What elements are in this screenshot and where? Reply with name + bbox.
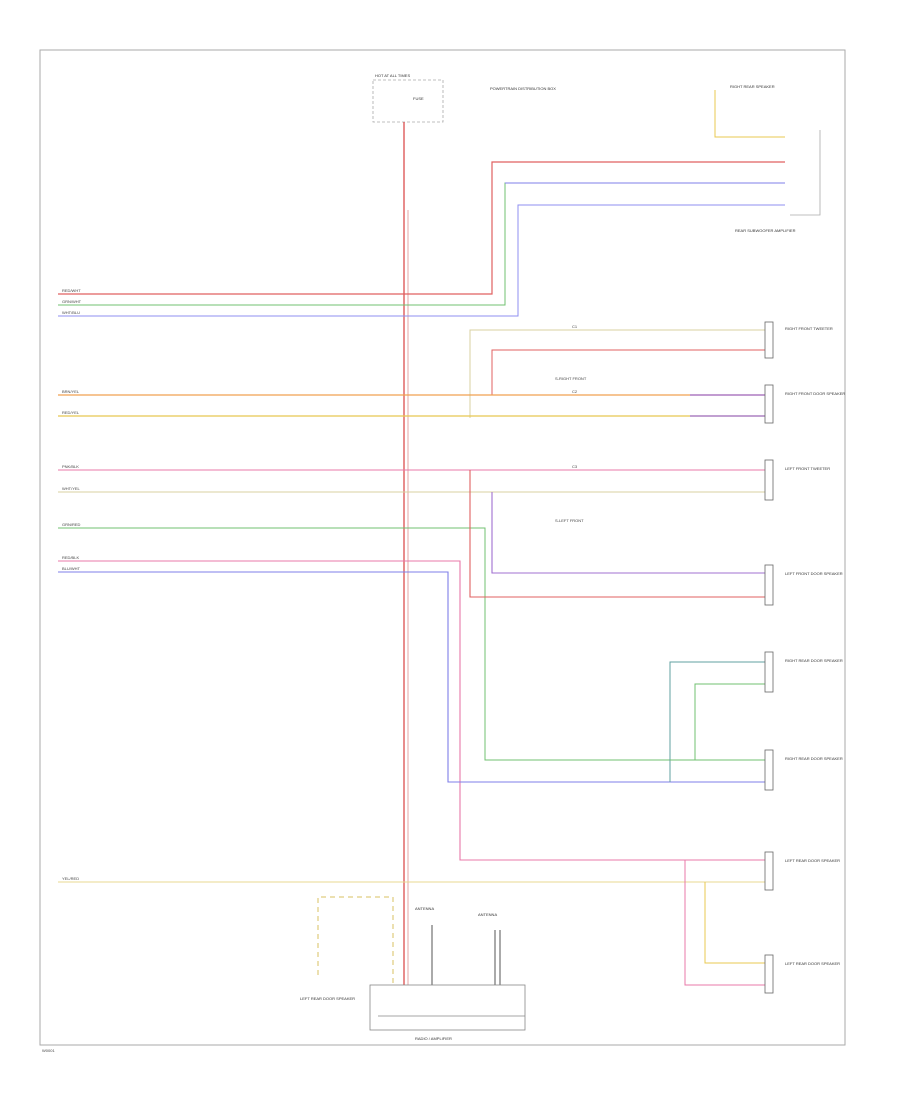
radio-box: RADIO / AMPLIFIER: [369, 984, 526, 1041]
label-blu-wht: BLU/WHT: [62, 566, 81, 571]
fuse-block: HOT AT ALL TIMES FUSE POWERTRAIN DISTRIB…: [372, 73, 556, 123]
rear-subwoofer-box: REAR SUBWOOFER AMPLIFIER: [735, 130, 821, 233]
ground-label: LEFT REAR DOOR SPEAKER: [300, 996, 355, 1001]
ground-group: LEFT REAR DOOR SPEAKER: [300, 896, 394, 1001]
left-front-tweeter-group: LEFT FRONT TWEETER S-LEFT FRONT: [58, 459, 830, 523]
diagram-frame: [39, 49, 846, 1046]
right-front-tweeter-label: RIGHT FRONT TWEETER: [785, 326, 833, 331]
wire-grn-wht-top: [58, 182, 785, 306]
right-front-door-group: RIGHT FRONT DOOR SPEAKER: [58, 384, 845, 424]
right-rear-door-label-b: RIGHT REAR DOOR SPEAKER: [785, 756, 843, 761]
fuse-block-desc: POWERTRAIN DISTRIBUTION BOX: [490, 86, 556, 91]
footer-code: W0001: [42, 1048, 55, 1053]
wire-red-wht-top: [58, 161, 785, 295]
antenna-a-label: ANTENNA: [415, 906, 434, 911]
left-front-door-label: LEFT FRONT DOOR SPEAKER: [785, 571, 843, 576]
conn-label-3: C3: [572, 464, 578, 469]
antenna-b-label: ANTENNA: [478, 912, 497, 917]
fuse-label: FUSE: [413, 96, 424, 101]
left-rear-door-label-a: LEFT REAR DOOR SPEAKER: [785, 858, 840, 863]
conn-label-1: C1: [572, 324, 578, 329]
label-wht-yel: WHT/YEL: [62, 486, 81, 491]
label-grn-wht: GRN/WHT: [62, 299, 82, 304]
right-rear-speaker-label: RIGHT REAR SPEAKER: [730, 84, 775, 89]
fuse-block-title: HOT AT ALL TIMES: [375, 73, 410, 78]
wire-green-mid: [58, 527, 670, 761]
rear-subwoofer-label: REAR SUBWOOFER AMPLIFIER: [735, 228, 796, 233]
left-front-door-group: LEFT FRONT DOOR SPEAKER: [469, 470, 843, 606]
left-rear-door-group: LEFT REAR DOOR SPEAKER LEFT REAR DOOR SP…: [58, 851, 840, 994]
right-rear-door-group: RIGHT REAR DOOR SPEAKER RIGHT REAR DOOR …: [58, 560, 843, 861]
splice-label-a: S-RIGHT FRONT: [555, 376, 587, 381]
wire-wht-blu-top: [58, 204, 785, 317]
label-brn-yel: BRN/YEL: [62, 389, 80, 394]
label-yel-red: YEL/RED: [62, 876, 79, 881]
left-rear-door-label-b: LEFT REAR DOOR SPEAKER: [785, 961, 840, 966]
label-grn-red: GRN/RED: [62, 522, 81, 527]
label-red-blk: RED/BLK: [62, 555, 79, 560]
radio-label: RADIO / AMPLIFIER: [415, 1036, 452, 1041]
label-red-wht: RED/WHT: [62, 288, 81, 293]
label-wht-blu: WHT/BLU: [62, 310, 80, 315]
antenna-group: ANTENNA ANTENNA: [415, 906, 501, 985]
conn-label-2: C2: [572, 389, 578, 394]
right-front-tweeter-group: RIGHT FRONT TWEETER S-RIGHT FRONT: [469, 321, 833, 418]
label-red-yel: RED/YEL: [62, 410, 80, 415]
left-front-tweeter-label: LEFT FRONT TWEETER: [785, 466, 830, 471]
right-rear-door-label-a: RIGHT REAR DOOR SPEAKER: [785, 658, 843, 663]
right-front-door-label: RIGHT FRONT DOOR SPEAKER: [785, 391, 845, 396]
label-pnk-blk: PNK/BLK: [62, 464, 79, 469]
splice-label-b: S-LEFT FRONT: [555, 518, 584, 523]
right-rear-speaker: RIGHT REAR SPEAKER: [714, 84, 785, 138]
